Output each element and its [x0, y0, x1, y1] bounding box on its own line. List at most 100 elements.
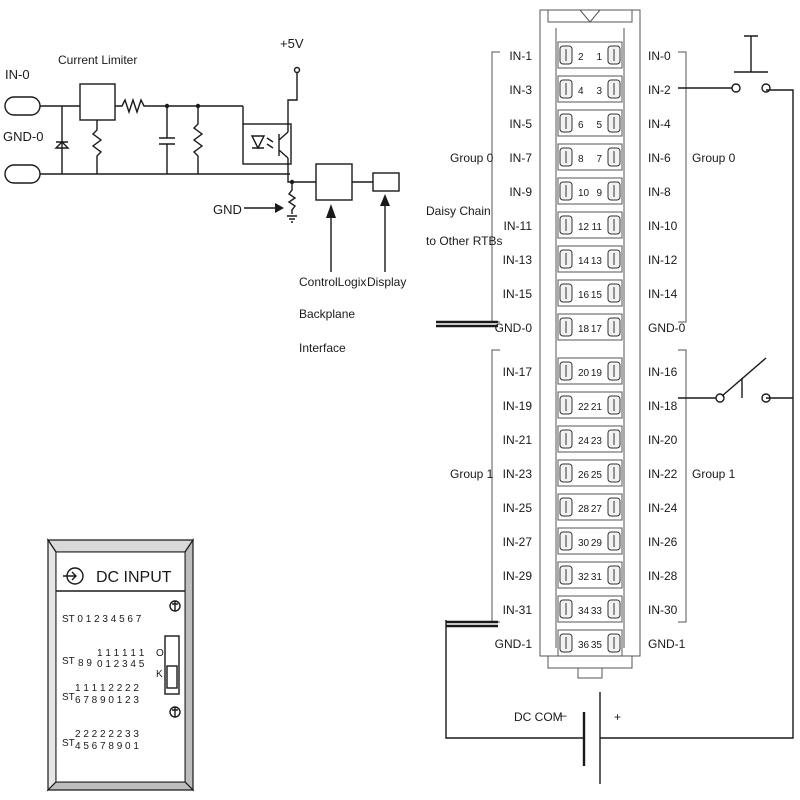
dc-com-plus-wire: [614, 89, 794, 739]
terminal-label-right: IN-14: [648, 287, 678, 301]
backplane-label-line1: ControlLogix: [299, 275, 366, 289]
display-arrow-icon: [380, 194, 390, 206]
daisy-chain-label-line2: to Other RTBs: [426, 234, 502, 248]
terminal-number-left: 8: [578, 154, 584, 165]
limiter-resistor: [91, 120, 103, 174]
status-row-4-bot: 4 5 6 7 8 9 0 1: [75, 741, 139, 752]
terminal-label-left: GND-1: [495, 637, 533, 651]
group1-right-bracket: [678, 349, 687, 623]
terminal-number-right: 23: [591, 436, 603, 447]
terminal-label-left: IN-1: [509, 49, 532, 63]
terminal-row-cell: [557, 245, 623, 273]
group0-right-bracket: [678, 51, 687, 323]
backplane-label-line3: Interface: [299, 341, 346, 355]
status-row-3-prefix: ST: [62, 692, 75, 703]
terminal-number-right: 33: [591, 606, 603, 617]
ok-indicator-frame: [164, 635, 180, 695]
terminal-number-left: 32: [578, 572, 590, 583]
pushbutton-contact-right: [761, 83, 771, 93]
terminal-number-right: 15: [591, 290, 603, 301]
terminal-label-right: GND-1: [648, 637, 686, 651]
terminal-label-left: IN-7: [509, 151, 532, 165]
terminal-label-right: IN-8: [648, 185, 671, 199]
pushbutton-switch-icon: [734, 35, 768, 73]
current-limiter-box: [79, 83, 116, 121]
terminal-label-left: IN-25: [503, 501, 533, 515]
terminal-label-right: IN-10: [648, 219, 678, 233]
terminal-number-right: 11: [592, 222, 603, 233]
terminal-label-right: IN-4: [648, 117, 671, 131]
dc-com-minus-wire: [445, 620, 580, 739]
current-limiter-label: Current Limiter: [58, 53, 137, 67]
terminal-row-cell: [557, 527, 623, 555]
terminal-label-left: GND-0: [495, 321, 533, 335]
terminal-number-left: 30: [578, 538, 590, 549]
terminal-label-left: IN-5: [509, 117, 532, 131]
terminal-number-left: 12: [578, 222, 590, 233]
backplane-label-line2: Backplane: [299, 307, 355, 321]
ok-label-o: O: [156, 648, 164, 659]
junction-dot: [195, 103, 201, 109]
toggle-contact-right: [761, 393, 771, 403]
gnd-arrow-icon: [275, 203, 284, 213]
terminal-label-right: IN-2: [648, 83, 671, 97]
group0-left-label: Group 0: [450, 151, 494, 165]
terminal-label-right: IN-30: [648, 603, 678, 617]
status-row-4-prefix: ST: [62, 738, 75, 749]
toggle-switch-icon: [721, 357, 767, 398]
terminal-label-left: IN-27: [503, 535, 533, 549]
terminal-label-left: IN-3: [509, 83, 532, 97]
status-row-2-prefix: ST: [62, 656, 75, 667]
terminal-label-right: GND-0: [648, 321, 686, 335]
battery-plus-sign: +: [614, 710, 621, 724]
dc-com-label: DC COM: [514, 710, 563, 724]
status-row-2-low: 8 9: [78, 658, 92, 669]
lock-screw-top-icon: [169, 600, 181, 612]
terminal-label-right: IN-0: [648, 49, 671, 63]
terminal-row-cell: [557, 595, 623, 623]
terminal-label-right: IN-26: [648, 535, 678, 549]
terminal-number-left: 4: [578, 86, 584, 97]
terminal-number-left: 18: [578, 324, 590, 335]
terminal-number-left: 26: [578, 470, 590, 481]
terminal-number-left: 20: [578, 368, 590, 379]
terminal-number-right: 19: [591, 368, 603, 379]
terminal-number-left: 2: [578, 52, 584, 63]
terminal-number-right: 9: [596, 188, 602, 199]
terminal-number-left: 36: [578, 640, 590, 651]
panel-bevel-bottom: [46, 781, 195, 791]
terminal-number-right: 1: [596, 52, 602, 63]
junction-dot: [164, 103, 170, 109]
group0-left-bracket: [491, 51, 500, 323]
toggle-contact-left: [715, 393, 725, 403]
terminal-row-cell: [557, 75, 623, 103]
rtb-housing: [539, 9, 641, 657]
light-arrows-icon: [266, 137, 274, 149]
terminal-row-cell: [557, 41, 623, 69]
terminal-label-right: IN-12: [648, 253, 678, 267]
terminal-label-left: IN-31: [503, 603, 533, 617]
ok-label-k: K: [156, 669, 163, 680]
rtb-screw-rails: [555, 28, 625, 648]
terminal-row-cell: [557, 211, 623, 239]
terminal-number-right: 5: [596, 120, 602, 131]
panel-bevel-right: [184, 538, 194, 792]
panel-title: DC INPUT: [96, 569, 172, 586]
input-arrow-icon: [63, 571, 77, 581]
daisy-chain-gnd1-wire: [446, 620, 498, 628]
backplane-arrow-icon: [326, 204, 336, 218]
in0-label: IN-0: [5, 67, 30, 82]
terminal-label-left: IN-13: [503, 253, 533, 267]
daisy-chain-gnd0-wire: [436, 320, 498, 328]
terminal-number-right: 17: [591, 324, 603, 335]
terminal-number-right: 7: [596, 154, 602, 165]
terminal-number-left: 16: [578, 290, 590, 301]
terminal-number-left: 34: [578, 606, 590, 617]
daisy-chain-label-line1: Daisy Chain: [426, 204, 491, 218]
terminal-number-left: 6: [578, 120, 584, 131]
terminal-number-right: 3: [596, 86, 602, 97]
terminal-number-right: 31: [591, 572, 603, 583]
backplane-interface-box: [315, 163, 353, 201]
